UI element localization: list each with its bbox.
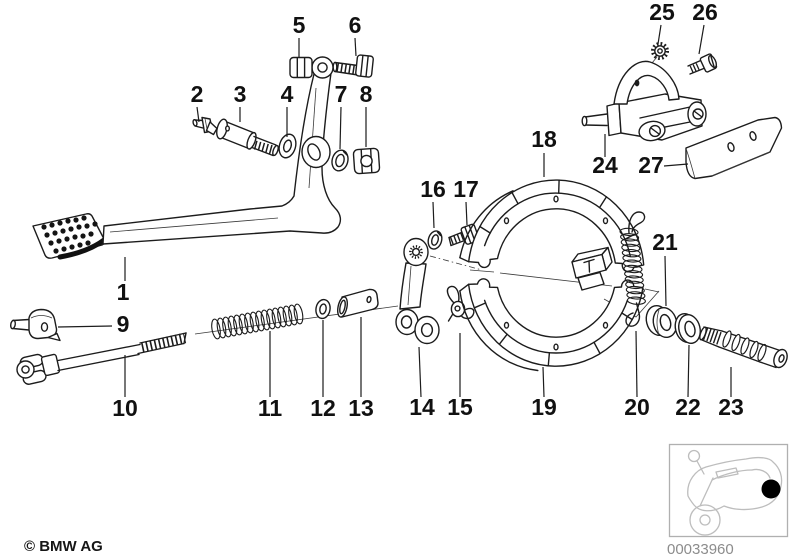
slotted-screw-26 [687,53,718,75]
wing-nut-15 [446,285,475,322]
part-label-19: 19 [531,394,557,420]
part-label-21: 21 [652,229,678,255]
part-label-15: 15 [447,394,473,420]
part-label-9: 9 [117,311,130,337]
part-label-12: 12 [310,395,336,421]
brake-anchor-24 [581,60,707,142]
part-label-10: 10 [112,395,138,421]
part-label-1: 1 [117,279,130,305]
part-label-6: 6 [349,12,362,38]
part-label-16: 16 [420,176,446,202]
bushing-21 [645,304,678,339]
part-label-18: 18 [531,126,557,152]
cover-pad-27 [685,116,783,180]
washer-12 [315,298,331,320]
shoe-anchor-block [571,246,613,291]
part-label-3: 3 [234,81,247,107]
part-label-27: 27 [638,152,664,178]
part-label-2: 2 [191,81,204,107]
washer-4 [278,133,297,159]
brake-shoe-upper-18 [459,179,645,273]
brake-rod-10 [16,332,187,385]
part-label-17: 17 [453,176,479,202]
hex-nut-5 [289,56,313,79]
leader-lines [57,24,732,398]
pedal-grip-dots [41,215,98,254]
brake-pedal [32,56,342,260]
part-label-13: 13 [348,395,374,421]
part-label-23: 23 [718,394,744,420]
part-label-11: 11 [258,395,283,421]
clevis-pin [216,118,279,157]
lock-washer-7 [331,149,349,172]
model-thumbnail [668,443,789,538]
hex-nut-8 [352,147,381,175]
brake-shoe-lower-19 [459,278,644,372]
part-label-5: 5 [293,12,306,38]
return-spring-20 [619,211,646,327]
diagram-number: 00033960 [667,541,734,558]
part-labels: 1 2 3 4 5 6 7 8 9 10 11 12 13 14 15 16 1… [112,0,744,421]
part-label-8: 8 [360,81,373,107]
motorcycle-icon [687,449,783,536]
copyright-text: © BMW AG [24,538,103,555]
knurled-nut-25 [651,42,669,60]
rear-wheel-highlight-dot [761,479,781,499]
adjusting-spring-11 [211,303,304,340]
part-label-4: 4 [281,81,294,107]
part-label-26: 26 [692,0,718,25]
sleeve-13 [337,288,379,318]
part-label-25: 25 [649,0,675,25]
part-label-24: 24 [592,152,618,178]
washer-22 [674,313,701,344]
lock-washer-16 [427,230,443,250]
part-label-14: 14 [409,394,435,420]
brake-cam-23 [699,326,788,369]
part-label-20: 20 [624,394,650,420]
part-label-7: 7 [335,81,348,107]
grease-nipple [192,116,218,136]
hex-bolt-6 [332,54,374,78]
brake-lever-14 [395,237,440,345]
part-label-22: 22 [675,394,701,420]
cable-clip-9 [10,308,61,342]
